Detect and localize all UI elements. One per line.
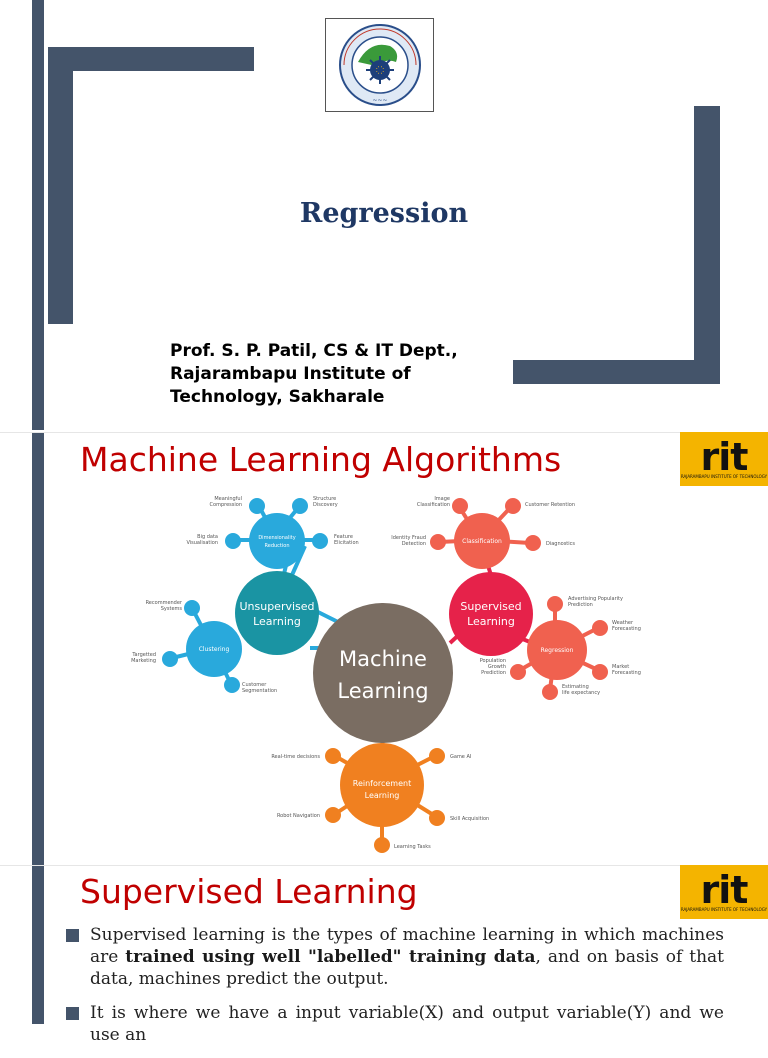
svg-text:Image: Image xyxy=(434,496,450,502)
left-edge-bar-2 xyxy=(32,433,44,865)
rit-logo: rit RAJARAMBAPU INSTITUTE OF TECHNOLOGY xyxy=(680,432,768,486)
mindmap-unsupervised-label-2: Learning xyxy=(253,615,301,628)
mindmap-supervised-label-2: Learning xyxy=(467,615,515,628)
bullet-text-end: , and on basis of that data, machines pr… xyxy=(90,947,724,989)
slide-divider-2 xyxy=(0,865,768,866)
slide-title-supervised-learning: Supervised Learning xyxy=(80,872,418,911)
svg-text:Compression: Compression xyxy=(210,502,242,508)
svg-text:Systems: Systems xyxy=(161,606,183,612)
svg-text:Big data: Big data xyxy=(197,534,218,540)
svg-text:life expectancy: life expectancy xyxy=(562,690,600,696)
square-bullet-icon xyxy=(66,929,79,942)
svg-text:Discovery: Discovery xyxy=(313,502,338,508)
svg-text:Weather: Weather xyxy=(612,620,634,626)
svg-text:Customer Retention: Customer Retention xyxy=(525,502,575,508)
mindmap-center-label-2: Learning xyxy=(337,679,428,703)
svg-text:Prediction: Prediction xyxy=(481,670,506,676)
mindmap-unsupervised-label: Unsupervised xyxy=(239,600,314,613)
svg-text:Prediction: Prediction xyxy=(568,602,593,608)
bottom-right-bracket-vertical xyxy=(694,106,720,384)
svg-text:Feature: Feature xyxy=(334,534,353,540)
square-bullet-icon xyxy=(66,1007,79,1020)
slide-divider-1 xyxy=(0,432,768,433)
svg-text:Classification: Classification xyxy=(417,502,450,508)
svg-text:Customer: Customer xyxy=(242,682,267,688)
svg-text:Advertising Popularity: Advertising Popularity xyxy=(568,596,623,602)
bullet-bold-text: trained using well "labelled" training d… xyxy=(125,947,536,967)
svg-text:Robot Navigation: Robot Navigation xyxy=(277,813,320,819)
svg-text:Estimating: Estimating xyxy=(562,684,589,690)
svg-text:Marketing: Marketing xyxy=(131,658,156,664)
rit-logo-mark-2: rit xyxy=(700,867,749,912)
svg-text:Detection: Detection xyxy=(402,541,426,547)
left-edge-bar-3 xyxy=(32,866,44,1024)
svg-text:Market: Market xyxy=(612,664,629,670)
rit-logo-2: rit RAJARAMBAPU INSTITUTE OF TECHNOLOGY xyxy=(680,865,768,919)
author-line-3: Technology, Sakharale xyxy=(170,387,385,407)
bullet-text: It is where we have a input variable(X) … xyxy=(90,1003,724,1045)
svg-text:Growth: Growth xyxy=(488,664,506,670)
mindmap-reinforcement-label-2: Learning xyxy=(365,791,400,800)
ml-mindmap-diagram: Machine Learning Unsupervised Learning S… xyxy=(131,496,641,853)
left-edge-bar xyxy=(32,0,44,430)
svg-text:Classification: Classification xyxy=(462,538,502,545)
svg-text:Population: Population xyxy=(480,658,506,664)
svg-text:Meaningful: Meaningful xyxy=(214,496,242,502)
svg-text:Regression: Regression xyxy=(541,647,574,654)
svg-text:Structure: Structure xyxy=(313,496,336,502)
svg-text:Identity Fraud: Identity Fraud xyxy=(391,535,426,541)
presentation-title: Regression xyxy=(299,198,469,229)
svg-text:Reduction: Reduction xyxy=(265,543,290,549)
bullet-item: Supervised learning is the types of mach… xyxy=(66,924,724,990)
rit-logo-caption-2: RAJARAMBAPU INSTITUTE OF TECHNOLOGY xyxy=(680,906,768,912)
author-line-1: Prof. S. P. Patil, CS & IT Dept., xyxy=(170,341,458,361)
svg-text:Forecasting: Forecasting xyxy=(612,626,641,632)
mindmap-center-label: Machine xyxy=(339,647,427,671)
bullet-list: Supervised learning is the types of mach… xyxy=(66,924,724,1058)
svg-text:Visualisation: Visualisation xyxy=(186,540,218,546)
rit-logo-caption: RAJARAMBAPU INSTITUTE OF TECHNOLOGY xyxy=(680,473,768,479)
bullet-item: It is where we have a input variable(X) … xyxy=(66,1002,724,1046)
svg-text:Elicitation: Elicitation xyxy=(334,540,359,546)
mindmap-reinforcement-label: Reinforcement xyxy=(353,779,411,788)
rit-logo-mark: rit xyxy=(700,434,749,479)
svg-text:Learning Tasks: Learning Tasks xyxy=(394,844,431,850)
mindmap-supervised-label: Supervised xyxy=(460,600,521,613)
svg-text:Diagnostics: Diagnostics xyxy=(546,541,575,547)
author-block: Prof. S. P. Patil, CS & IT Dept., Rajara… xyxy=(170,340,458,409)
svg-text:~~~: ~~~ xyxy=(372,97,387,104)
author-line-2: Rajarambapu Institute of xyxy=(170,364,411,384)
svg-text:Skill Acquisition: Skill Acquisition xyxy=(450,816,489,822)
slide-title-ml-algorithms: Machine Learning Algorithms xyxy=(80,440,562,479)
top-left-bracket-horizontal xyxy=(48,47,254,71)
svg-text:Dimensionality: Dimensionality xyxy=(258,535,295,541)
svg-text:Segmentation: Segmentation xyxy=(242,688,277,694)
top-left-bracket-vertical xyxy=(48,47,73,324)
bullet-text: Supervised learning is the types of mach… xyxy=(90,925,724,967)
bottom-right-bracket-horizontal xyxy=(513,360,720,384)
institute-logo: ~~~ xyxy=(325,18,434,112)
svg-text:Forecasting: Forecasting xyxy=(612,670,641,676)
svg-text:Clustering: Clustering xyxy=(199,646,230,653)
svg-text:Real-time decisions: Real-time decisions xyxy=(271,754,320,760)
institute-seal-icon: ~~~ xyxy=(338,24,421,106)
svg-text:Recommender: Recommender xyxy=(146,600,183,606)
svg-text:Game AI: Game AI xyxy=(450,754,471,760)
svg-text:Targetted: Targetted xyxy=(131,652,156,658)
